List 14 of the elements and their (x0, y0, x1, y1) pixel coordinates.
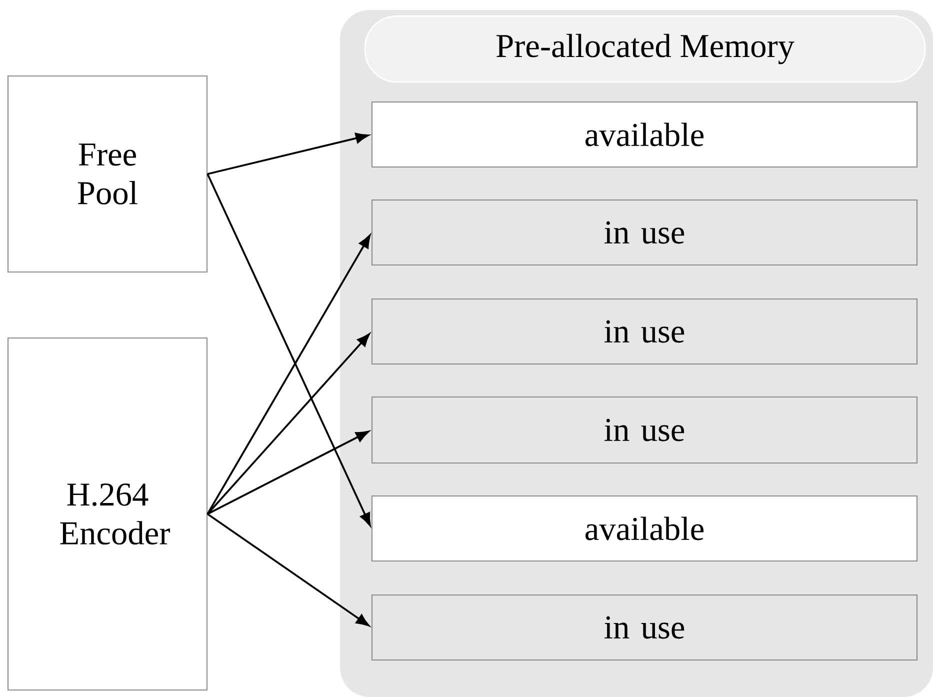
arrow (206, 234, 370, 514)
process-box: Free Pool (7, 75, 208, 273)
memory-slot: in use (371, 199, 918, 266)
arrow (206, 333, 370, 515)
arrow (207, 513, 370, 626)
memory-slot: in use (371, 594, 918, 661)
arrow (207, 132, 369, 175)
memory-slot: in use (371, 396, 918, 464)
arrow (207, 430, 369, 515)
process-box: H.264 Encoder (7, 337, 208, 691)
memory-slot: in use (371, 298, 918, 365)
memory-slot: available (371, 101, 918, 168)
memory-slot: available (371, 495, 918, 562)
arrow (206, 174, 371, 526)
